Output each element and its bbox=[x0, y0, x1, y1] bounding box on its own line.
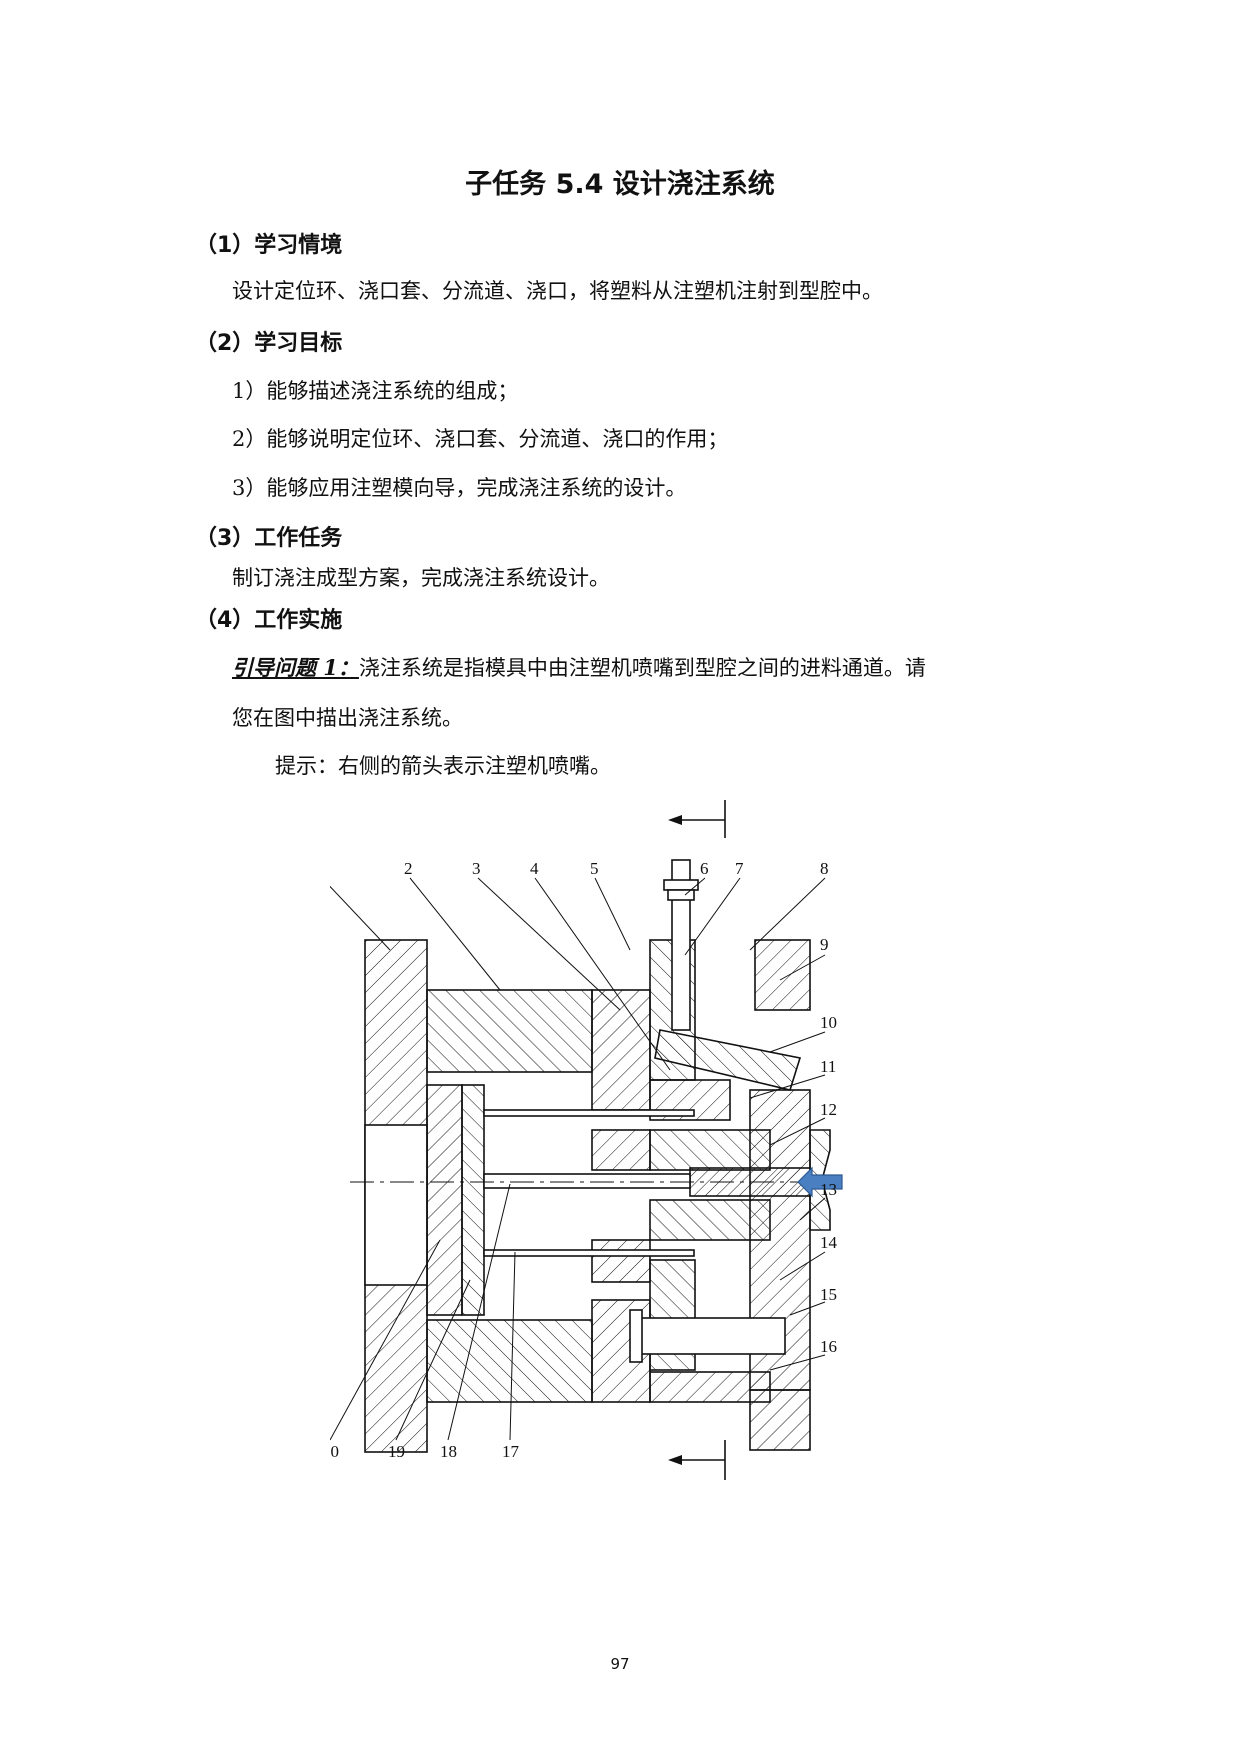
section-1-line-1: 设计定位环、浇口套、分流道、浇口，将塑料从注塑机注射到型腔中。 bbox=[232, 279, 883, 303]
label-14: 14 bbox=[820, 1233, 838, 1252]
part-18-return-rod bbox=[483, 1173, 691, 1189]
part-15-screw bbox=[639, 1317, 786, 1355]
label-19: 19 bbox=[388, 1442, 405, 1461]
label-20: 20 bbox=[330, 1442, 339, 1461]
part-2-support-upper bbox=[426, 989, 593, 1073]
part-ejector-pin-top bbox=[483, 1109, 695, 1117]
objective-3: 3）能够应用注塑模向导，完成浇注系统的设计。 bbox=[232, 476, 687, 500]
label-9: 9 bbox=[820, 935, 829, 954]
label-16: 16 bbox=[820, 1337, 837, 1356]
guide-question-line-2: 您在图中描出浇注系统。 bbox=[232, 706, 463, 730]
label-5: 5 bbox=[590, 859, 599, 878]
label-15: 15 bbox=[820, 1285, 837, 1304]
label-17: 17 bbox=[502, 1442, 520, 1461]
section-heading-2: （2）学习目标 bbox=[195, 331, 343, 356]
part-3-plate-mid bbox=[591, 1129, 651, 1171]
label-12: 12 bbox=[820, 1100, 837, 1119]
part-17-ejector-pin bbox=[483, 1249, 695, 1257]
section-3-line-1: 制订浇注成型方案，完成浇注系统设计。 bbox=[232, 566, 610, 590]
part-6-bolt bbox=[671, 859, 691, 1031]
page-title: 子任务 5.4 设计浇注系统 bbox=[465, 169, 775, 200]
guide-question-line-1: 引导问题 1：浇注系统是指模具中由注塑机喷嘴到型腔之间的进料通道。请 bbox=[232, 652, 926, 682]
label-6: 6 bbox=[700, 859, 709, 878]
section-heading-3: （3）工作任务 bbox=[195, 526, 343, 551]
hint-text: 提示：右侧的箭头表示注塑机喷嘴。 bbox=[275, 754, 611, 778]
part-2-support-lower bbox=[426, 1319, 593, 1403]
label-7: 7 bbox=[735, 859, 744, 878]
part-19-retainer-plate bbox=[461, 1084, 485, 1316]
guide-question-label: 引导问题 1： bbox=[232, 655, 359, 680]
label-18: 18 bbox=[440, 1442, 457, 1461]
part-20-ejector-plate bbox=[426, 1084, 463, 1316]
nozzle-arrow-icon bbox=[797, 1166, 843, 1198]
part-3-plate-upper bbox=[591, 989, 651, 1111]
section-heading-4: （4）工作实施 bbox=[195, 608, 343, 633]
label-3: 3 bbox=[472, 859, 481, 878]
page-number: 97 bbox=[610, 1655, 630, 1673]
part-14-lower bbox=[749, 1389, 811, 1451]
section-heading-1: （1）学习情境 bbox=[195, 233, 343, 258]
part-3-plate-lower bbox=[591, 1239, 651, 1283]
guide-question-text-1: 浇注系统是指模具中由注塑机喷嘴到型腔之间的进料通道。请 bbox=[358, 656, 926, 680]
label-2: 2 bbox=[404, 859, 413, 878]
label-13: 13 bbox=[820, 1180, 837, 1199]
label-4: 4 bbox=[530, 859, 539, 878]
objective-1: 1）能够描述浇注系统的组成； bbox=[232, 379, 519, 403]
part-9-fixed-plate bbox=[754, 939, 811, 1011]
label-10: 10 bbox=[820, 1013, 837, 1032]
mold-diagram: 1 2 3 4 5 6 7 8 9 10 11 12 13 14 15 16 1… bbox=[330, 800, 843, 1480]
objective-2: 2）能够说明定位环、浇口套、分流道、浇口的作用； bbox=[232, 427, 729, 451]
label-11: 11 bbox=[820, 1057, 836, 1076]
label-8: 8 bbox=[820, 859, 829, 878]
